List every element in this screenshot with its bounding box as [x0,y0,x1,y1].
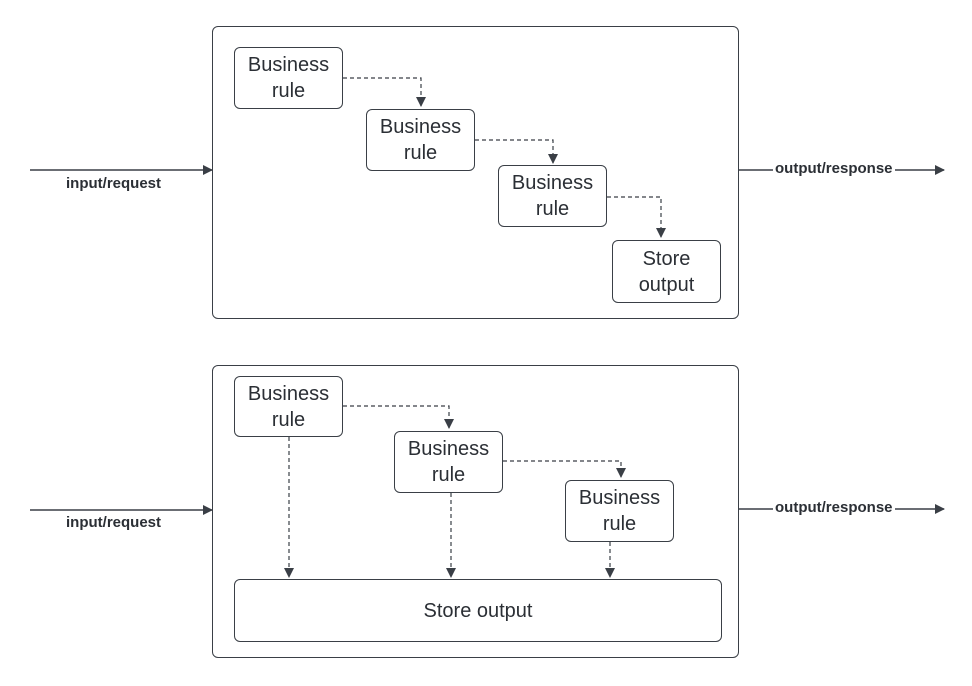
bottom-pipeline-frame [212,365,739,658]
bottom-connector-rule2-rule3 [503,460,626,478]
top-store-output: Store output [612,240,721,303]
bottom-input-label: input/request [66,514,162,531]
bottom-business-rule-3: Business rule [565,480,674,542]
top-business-rule-3: Business rule [498,165,607,227]
bottom-store-output: Store output [234,579,722,642]
top-input-label: input/request [66,175,162,192]
top-business-rule-2: Business rule [366,109,475,171]
bottom-output-label: output/response [773,499,895,516]
top-connector-rule3-store [607,196,666,238]
top-pipeline-frame [212,26,739,319]
top-connector-rule1-rule2 [343,77,426,107]
top-business-rule-1: Business rule [234,47,343,109]
top-connector-rule2-rule3 [475,139,558,164]
bottom-business-rule-1: Business rule [234,376,343,437]
bottom-connector-rule1-rule2 [343,405,454,429]
top-output-label: output/response [773,160,895,177]
bottom-business-rule-2: Business rule [394,431,503,493]
